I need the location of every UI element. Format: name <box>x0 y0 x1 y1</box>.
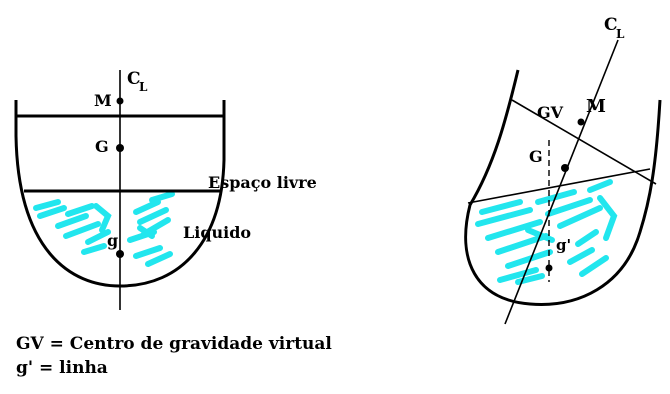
left-m-label: M <box>94 91 112 110</box>
left-point-m <box>116 97 124 105</box>
right-hull <box>464 69 662 306</box>
right-gv-label: GV <box>537 103 564 122</box>
left-centerline-sub: L <box>139 80 148 94</box>
right-liquid <box>475 179 618 285</box>
legend-gv-definition: GV = Centro de gravidade virtual <box>16 334 332 354</box>
right-centerline <box>504 39 619 325</box>
right-centerline-label: C <box>604 15 618 35</box>
liquid-label: Liquido <box>183 223 251 242</box>
left-vessel: C L M G g Espaço livre Liquido <box>14 69 317 310</box>
right-top-line <box>511 99 657 185</box>
left-small-g-label: g <box>107 231 118 250</box>
right-liquid-surface <box>467 168 651 204</box>
free-space-label: Espaço livre <box>208 173 317 192</box>
right-point-m <box>577 118 585 126</box>
right-centerline-sub: L <box>616 27 625 41</box>
left-liquid <box>33 191 175 267</box>
right-m-label: M <box>586 96 606 117</box>
right-g-label: G <box>529 147 543 166</box>
legend-g-prime-definition: g' = linha <box>16 358 108 378</box>
left-point-g-big <box>116 144 124 152</box>
right-vessel: C L GV M G g' <box>464 15 662 325</box>
right-g-prime-label: g' <box>556 236 571 254</box>
right-point-g <box>561 164 569 172</box>
left-centerline-label: C <box>127 69 141 89</box>
left-point-g-small <box>116 250 124 258</box>
right-point-g-prime <box>545 264 553 272</box>
left-g-label: G <box>95 137 109 156</box>
